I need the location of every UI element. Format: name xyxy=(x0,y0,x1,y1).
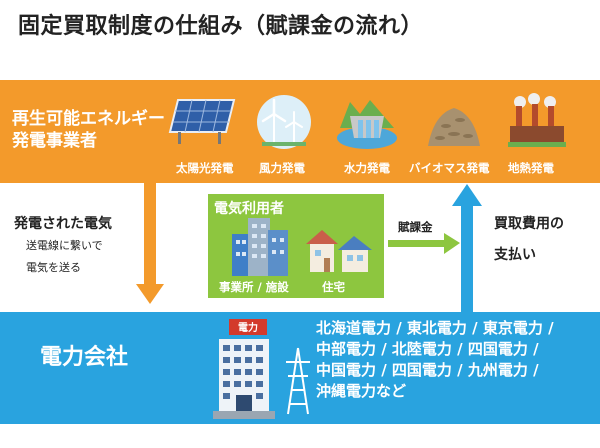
power-company-label: 電力会社 xyxy=(40,345,129,370)
producer-label: 再生可能エネルギー 発電事業者 xyxy=(12,108,165,152)
solar-panel-icon xyxy=(168,99,236,144)
transmission-tower-icon xyxy=(286,347,310,415)
power-company-band xyxy=(0,312,600,424)
company-list-line: 中部電力 / 北陸電力 / 四国電力 / xyxy=(316,340,539,358)
biomass-pile-icon xyxy=(428,108,480,146)
power-company-list: 北海道電力 / 東北電力 / 東京電力 / 中部電力 / 北陸電力 / 四国電力… xyxy=(316,318,596,402)
arrow-down-shaft xyxy=(144,183,156,286)
power-company-building-icon: 電力 xyxy=(213,319,275,419)
arrow-up-shaft xyxy=(461,204,473,312)
caption-geothermal: 地熱発電 xyxy=(508,161,554,175)
company-sign-text: 電力 xyxy=(238,321,258,334)
levy-label: 賦課金 xyxy=(398,220,433,234)
caption-business: 事業所 / 施設 xyxy=(219,280,289,294)
generated-electricity-label: 発電された電気 xyxy=(14,216,112,232)
levy-arrow-shaft xyxy=(388,240,444,247)
arrow-up-icon xyxy=(452,184,482,206)
wind-turbine-icon xyxy=(257,95,311,149)
caption-biomass: バイオマス発電 xyxy=(409,161,490,175)
purchase-payment-label-2: 支払い xyxy=(494,247,536,263)
caption-solar: 太陽光発電 xyxy=(176,161,234,175)
caption-hydro: 水力発電 xyxy=(344,161,390,175)
office-building-icon xyxy=(232,218,288,276)
company-list-line: 北海道電力 / 東北電力 / 東京電力 / xyxy=(316,319,554,337)
levy-arrow-icon xyxy=(444,233,460,254)
caption-wind: 風力発電 xyxy=(259,161,305,175)
hydro-dam-icon xyxy=(337,100,397,149)
company-list-line: 中国電力 / 四国電力 / 九州電力 / xyxy=(316,361,539,379)
caption-home: 住宅 xyxy=(322,280,345,294)
electricity-users-title: 電気利用者 xyxy=(214,201,284,217)
producer-line2: 発電事業者 xyxy=(12,131,97,151)
arrow-down-icon xyxy=(136,284,164,304)
geothermal-plant-icon xyxy=(508,93,566,147)
house-icon xyxy=(306,230,372,272)
transmission-note-1: 送電線に繋いで xyxy=(26,239,103,252)
transmission-note-2: 電気を送る xyxy=(26,261,81,274)
company-list-line: 沖縄電力など xyxy=(316,382,407,400)
purchase-payment-label-1: 買取費用の xyxy=(494,216,564,232)
page-title: 固定買取制度の仕組み（賦課金の流れ） xyxy=(18,14,424,39)
producer-line1: 再生可能エネルギー xyxy=(12,109,165,129)
